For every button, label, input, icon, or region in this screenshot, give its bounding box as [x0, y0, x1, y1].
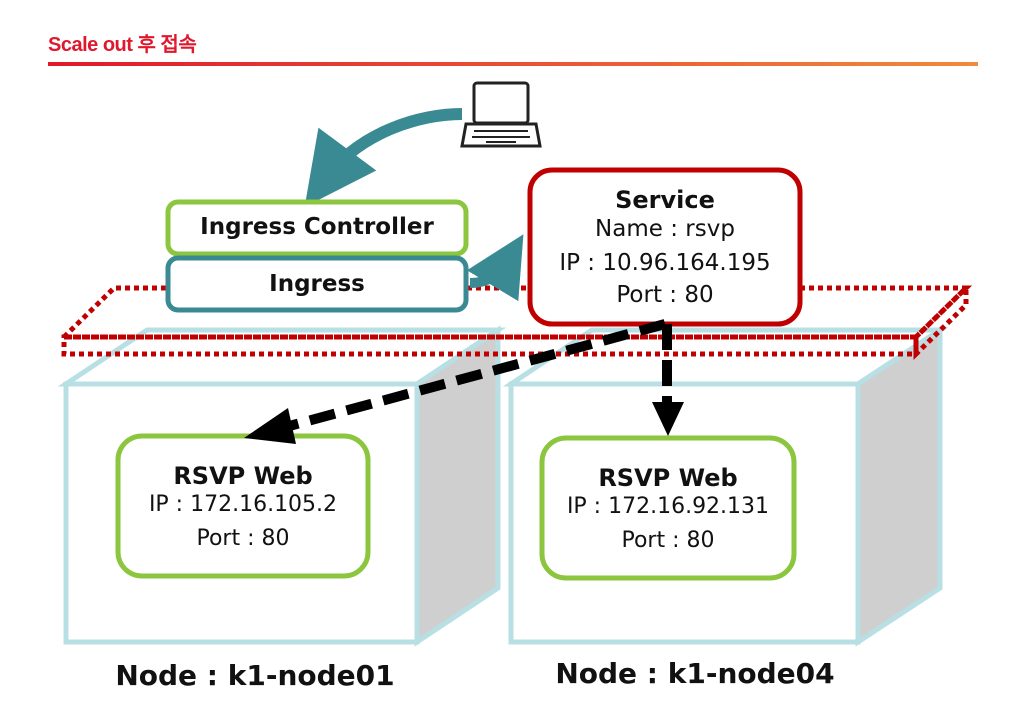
pod-node04-port: Port : 80 [621, 528, 715, 553]
service-title: Service [615, 186, 715, 214]
pod-node01-port: Port : 80 [196, 526, 290, 551]
ingress-box [165, 255, 469, 313]
laptop-icon [460, 81, 542, 148]
ingress-label: Ingress [269, 271, 365, 297]
service-to-node04-arrow [652, 324, 684, 436]
page-title: Scale out 후 접속 [48, 34, 197, 56]
service-name: Name : rsvp [595, 216, 735, 242]
pod-box-node04 [539, 435, 797, 581]
pod-node04-ip: IP : 172.16.92.131 [566, 494, 770, 519]
service-ip: IP : 10.96.164.195 [559, 250, 771, 276]
title-divider [48, 62, 978, 66]
pod-box-node01 [115, 433, 371, 579]
ingress-controller-label: Ingress Controller [200, 214, 434, 240]
node01-label: Node : k1-node01 [115, 659, 395, 692]
node04-label: Node : k1-node04 [555, 657, 835, 690]
ingress-controller-box [165, 199, 469, 257]
ingress-to-service-arrow [466, 234, 524, 302]
client-to-ingress-arrow [304, 108, 463, 207]
pod-node01-ip: IP : 172.16.105.2 [148, 492, 338, 517]
pod-node01-title: RSVP Web [173, 462, 313, 490]
service-port: Port : 80 [616, 282, 714, 308]
cluster-network-plane [57, 282, 973, 360]
service-to-node01-arrow [244, 319, 667, 444]
pod-node04-title: RSVP Web [598, 464, 738, 492]
